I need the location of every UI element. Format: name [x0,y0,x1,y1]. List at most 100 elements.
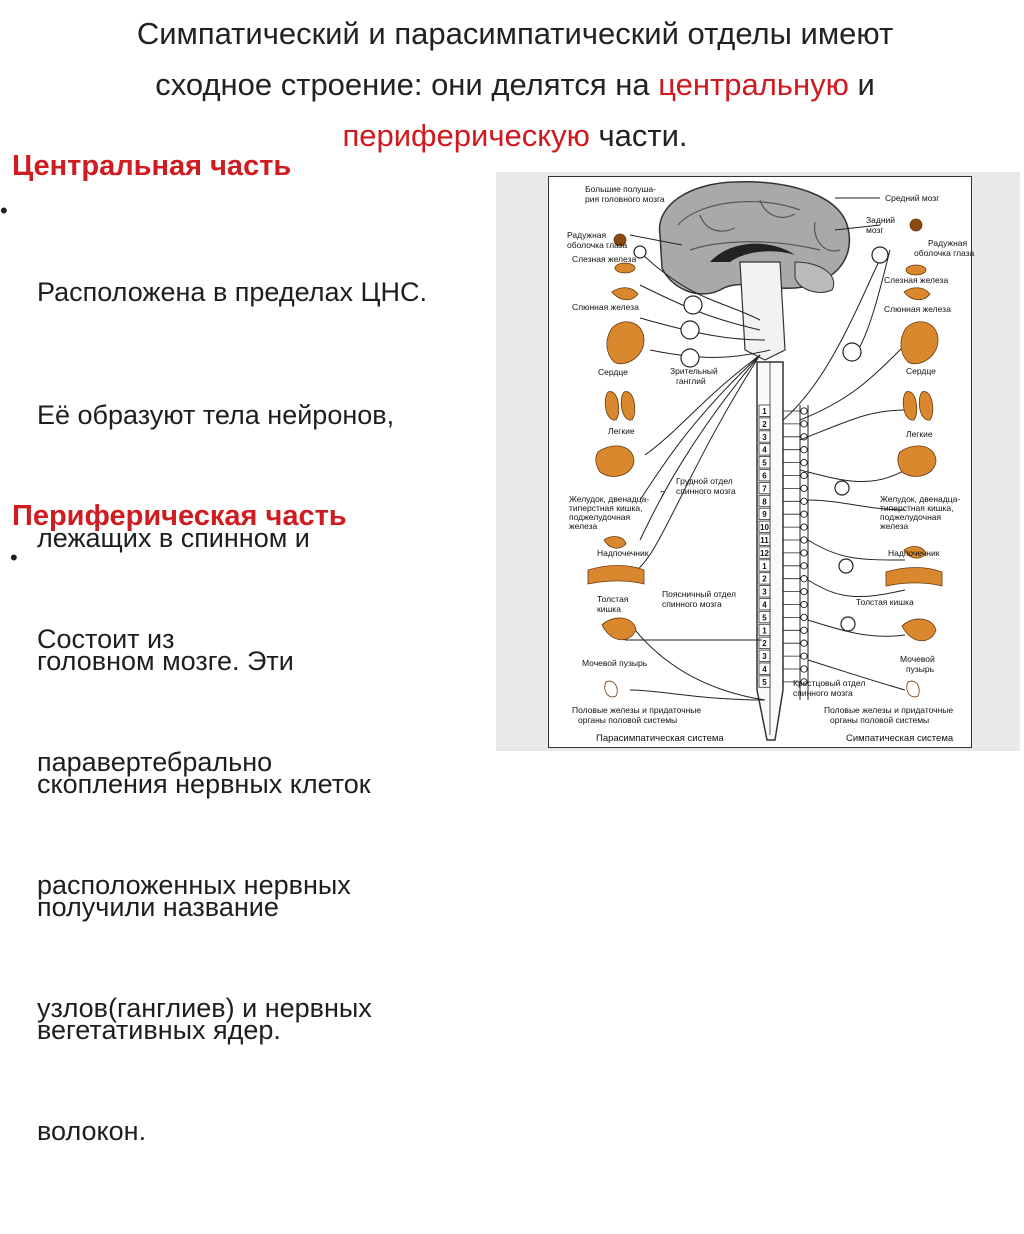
chain-ganglion [800,484,808,493]
segment-box [758,598,771,611]
segment-number: 4 [762,601,767,610]
colon-icon [587,565,645,585]
lungs-icon [902,391,934,421]
brainstem [739,261,786,361]
label-hindbrain: Задний [866,215,895,225]
right-organs [885,218,943,698]
chain-ganglion [800,523,808,531]
peripheral-heading: Периферическая часть [12,500,347,532]
segment-box [758,611,771,624]
segment-number: 2 [762,575,767,584]
chain-ganglion [800,420,808,428]
label-thoracic: Грудной отдел [676,476,733,486]
label-iris: оболочка глаза [914,248,975,258]
label-adrenal: Надпочечник [597,548,649,558]
brain-illustration [658,181,851,361]
left-organs [587,233,645,698]
label-iris: Радужная [928,238,968,248]
label-lungs: Легкие [608,426,635,436]
chain-ganglion [800,626,808,634]
segment-number: 12 [760,549,769,558]
label-sympathetic-system: Симпатическая система [846,733,954,744]
chain-ganglion [800,536,808,544]
segment-number: 1 [762,626,767,635]
label-stomach: железа [569,521,598,531]
segment-box [758,507,771,521]
label-lacrimal: Слезная железа [572,254,636,264]
stomach-icon [897,445,937,477]
chain-ganglion [800,446,808,454]
peripheral-line: волокон. [37,1116,147,1146]
chain-ganglion [800,678,808,686]
segment-box [758,404,771,417]
heart-icon [900,321,939,365]
segment-number: 1 [762,562,767,571]
bladder-icon [901,618,937,642]
title-line-3-b: части. [589,118,688,153]
segment-number: 6 [762,472,767,481]
label-stomach: поджелудочная [569,512,631,522]
salivary-gland-icon [903,287,931,301]
title-line-1: Симпатический и парасимпатический отделы… [136,16,894,51]
lungs-icon [604,391,636,421]
label-adrenal: Надпочечник [888,548,940,558]
chain-ganglion [800,665,808,673]
label-heart: Сердце [598,367,628,377]
segment-box [758,546,771,559]
label-lacrimal: Слезная железа [884,275,948,285]
title-line-3: периферическую части. [40,110,990,161]
title-line-2: сходное строение: они делятся на централ… [40,59,990,110]
label-hindbrain: мозг [866,225,883,235]
left-labels: Большие полуша- рия головного мозга Раду… [567,184,736,744]
label-stomach: Желудок, двенадца- [569,494,649,504]
segment-box [758,469,771,482]
chain-ganglion [800,639,808,647]
label-bladder: Мочевой пузырь [582,658,648,668]
segment-number: 4 [762,446,767,455]
sympathetic-nerves [782,197,906,691]
peripheral-line: расположенных нервных [37,870,351,900]
chain-ganglion [800,562,808,570]
segment-box [758,456,771,469]
iris-icon [613,233,627,247]
slide-title: Симпатический и парасимпатический отделы… [40,8,990,161]
label-sacral: спинного мозга [793,688,853,698]
lacrimal-gland-icon [905,264,927,276]
segment-box [758,430,771,443]
corpus-callosum [710,243,795,262]
segment-number: 4 [762,665,767,674]
adrenal-icon [603,536,627,549]
segment-number: 7 [762,484,767,493]
label-colon: Толстая [597,594,629,604]
chain-ganglion [800,471,808,480]
segment-number: 5 [762,678,767,687]
bullet-icon: • [0,198,8,223]
chain-ganglion [800,575,808,583]
label-iris: Радужная [567,230,607,240]
segment-number: 3 [762,588,767,597]
label-stomach: Желудок, двенадца- [880,494,960,504]
label-thoracic: спинного мозга [676,486,736,496]
segment-number: 1 [762,407,767,416]
segment-number: 3 [762,433,767,442]
label-midbrain: Средний мозг [885,193,939,203]
segment-box [758,417,771,430]
stomach-icon [595,445,635,477]
label-genital: Половые железы и придаточные [572,705,701,715]
parasympathetic-nerves [625,234,771,701]
chain-ganglion [800,549,808,557]
central-line: лежащих в спинном и [37,523,310,553]
salivary-gland-icon [611,287,639,301]
genital-icon [604,680,618,698]
right-labels: Средний мозг Задний мозг Радужная оболоч… [793,193,975,744]
label-colon: кишка [597,604,621,614]
label-genital: органы половой системы [830,715,929,725]
chain-ganglion [800,497,808,505]
central-line: Её образуют тела нейронов, [37,400,395,430]
label-lumbar: спинного мозга [662,599,722,609]
cerebellum [794,261,835,293]
chain-ganglion [800,458,808,467]
segment-number: 3 [762,652,767,661]
label-stomach: типерстная кишка, [569,503,643,513]
